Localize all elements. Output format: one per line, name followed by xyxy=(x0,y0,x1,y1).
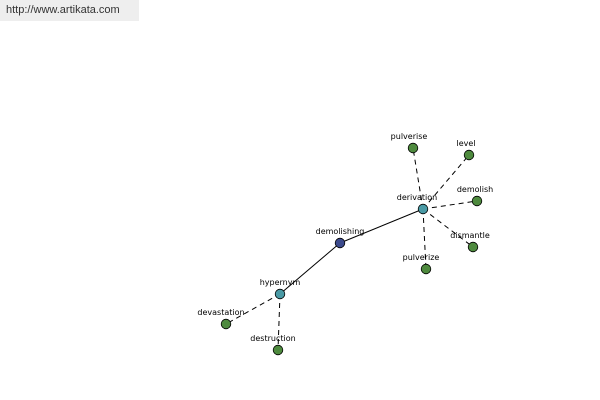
edge-demolishing-derivation xyxy=(339,208,424,244)
node-circle-destruction[interactable] xyxy=(272,344,284,356)
node-derivation[interactable]: derivation xyxy=(397,193,437,215)
node-pulverize[interactable]: pulverize xyxy=(403,253,440,275)
node-circle-derivation[interactable] xyxy=(417,203,429,215)
edge-derivation-demolish xyxy=(422,200,478,210)
node-demolishing[interactable]: demolishing xyxy=(316,227,365,249)
node-circle-dismantle[interactable] xyxy=(467,241,479,253)
node-devastation[interactable]: devastation xyxy=(197,308,245,330)
edge-demolishing-hypernym xyxy=(279,242,341,295)
node-circle-demolishing[interactable] xyxy=(334,237,346,249)
node-label-level[interactable]: level xyxy=(456,139,475,148)
node-label-destruction[interactable]: destruction xyxy=(250,334,295,343)
node-demolish[interactable]: demolish xyxy=(457,185,493,207)
edge-derivation-pulverize xyxy=(422,208,427,270)
edge-derivation-level xyxy=(422,154,470,210)
node-hypernym[interactable]: hypernym xyxy=(260,278,301,300)
edge-hypernym-devastation xyxy=(225,293,281,325)
node-label-dismantle[interactable]: dismantle xyxy=(450,231,490,240)
node-circle-hypernym[interactable] xyxy=(274,288,286,300)
nodes-layer: demolishing derivation hypernym pulverise le… xyxy=(197,132,493,356)
node-circle-level[interactable] xyxy=(463,149,475,161)
node-level[interactable]: level xyxy=(456,139,476,161)
node-label-demolish[interactable]: demolish xyxy=(457,185,493,194)
node-label-derivation[interactable]: derivation xyxy=(397,193,437,202)
node-label-demolishing[interactable]: demolishing xyxy=(316,227,365,236)
site-url[interactable]: http://www.artikata.com xyxy=(0,0,139,21)
edge-derivation-pulverise xyxy=(412,147,424,210)
node-circle-devastation[interactable] xyxy=(220,318,232,330)
node-label-pulverise[interactable]: pulverise xyxy=(391,132,428,141)
node-pulverise[interactable]: pulverise xyxy=(391,132,428,154)
node-label-devastation[interactable]: devastation xyxy=(197,308,244,317)
edge-derivation-dismantle xyxy=(422,208,474,248)
node-dismantle[interactable]: dismantle xyxy=(450,231,490,253)
node-label-hypernym[interactable]: hypernym xyxy=(260,278,301,287)
node-label-pulverize[interactable]: pulverize xyxy=(403,253,440,262)
node-circle-demolish[interactable] xyxy=(471,195,483,207)
edges-layer xyxy=(225,147,478,351)
edge-hypernym-destruction xyxy=(277,293,281,351)
node-circle-pulverise[interactable] xyxy=(407,142,419,154)
node-circle-pulverize[interactable] xyxy=(420,263,432,275)
node-destruction[interactable]: destruction xyxy=(250,334,296,356)
